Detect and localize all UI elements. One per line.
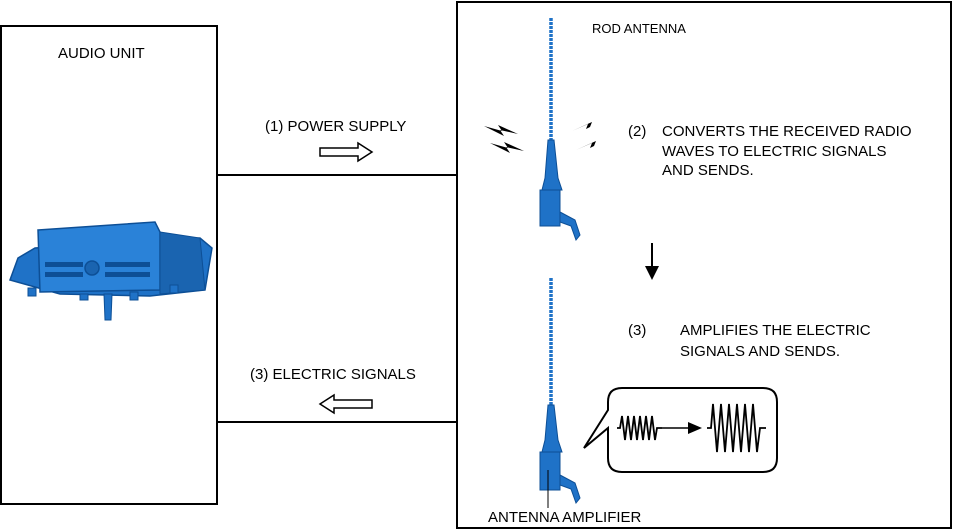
radio-wave-icon <box>484 118 612 153</box>
antenna-amplifier-label: ANTENNA AMPLIFIER <box>488 509 642 526</box>
step3-num: (3) <box>628 322 647 339</box>
power-supply-text: POWER SUPPLY <box>287 118 407 135</box>
electric-signals-text: ELECTRIC SIGNALS <box>272 366 416 383</box>
electric-signals-num: (3) <box>250 366 269 383</box>
step2-line-3: AND SENDS. <box>662 162 754 179</box>
audio-unit-box <box>0 25 218 505</box>
audio-unit-device <box>9 221 213 321</box>
power-supply-num: (1) <box>265 118 284 135</box>
power-supply-label: (1) POWER SUPPLY <box>265 118 406 136</box>
signal-amplify-icon <box>583 387 778 473</box>
hollow-arrow-left-icon <box>318 393 373 415</box>
step2-line-1: CONVERTS THE RECEIVED RADIO <box>662 123 912 140</box>
rod-antenna-bottom <box>539 278 581 508</box>
audio-unit-label: AUDIO UNIT <box>58 45 145 62</box>
rod-antenna-label: ROD ANTENNA <box>592 21 686 36</box>
down-arrow-icon <box>645 243 659 280</box>
step2-num: (2) <box>628 123 647 140</box>
step3-line-1: AMPLIFIES THE ELECTRIC <box>680 322 871 339</box>
step3-line-2: SIGNALS AND SENDS. <box>680 343 841 360</box>
hollow-arrow-right-icon <box>319 141 374 163</box>
rod-antenna-top <box>539 18 581 242</box>
antenna-box <box>456 1 952 529</box>
step2-line-2: WAVES TO ELECTRIC SIGNALS <box>662 143 887 160</box>
electric-signals-label: (3) ELECTRIC SIGNALS <box>250 366 416 384</box>
